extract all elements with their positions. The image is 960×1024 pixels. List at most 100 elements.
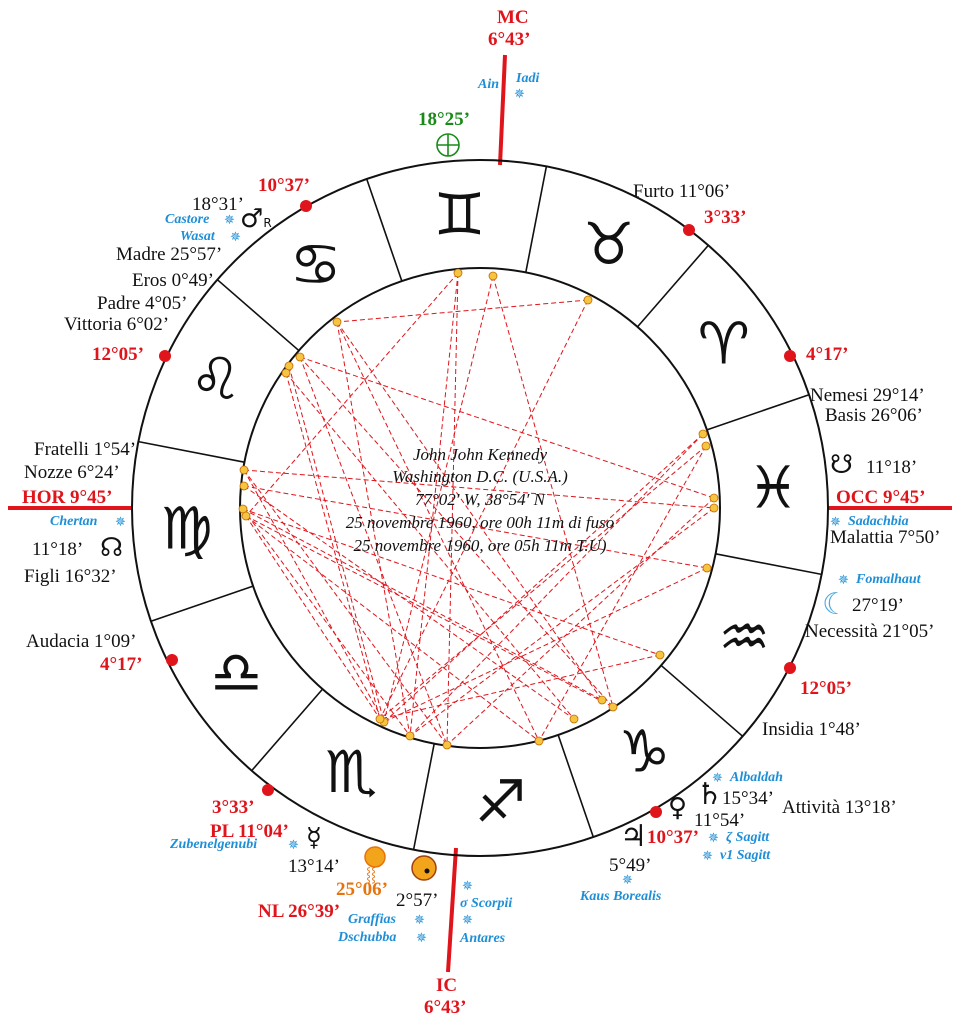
cusp-dot bbox=[784, 350, 796, 362]
birth-coords: 77°02′ W, 38°54′ N bbox=[415, 490, 545, 509]
north-node-degree: 11°18’ bbox=[32, 539, 84, 560]
sign-gemini-glyph: ♊ bbox=[433, 181, 485, 249]
aspect-line bbox=[242, 508, 411, 737]
aspect-line bbox=[379, 299, 589, 720]
sun-degree: 25°06’ bbox=[336, 879, 388, 900]
cusp-degree: 4°17’ bbox=[806, 344, 849, 365]
sign-aries-glyph: ♈ bbox=[698, 310, 750, 378]
aspect-line bbox=[336, 321, 540, 742]
cusp-degree: 12°05’ bbox=[800, 678, 852, 699]
aspect-line bbox=[446, 497, 715, 746]
saturn-icon: ♄ bbox=[696, 777, 723, 812]
aspect-line bbox=[409, 507, 715, 737]
pluto-icon bbox=[411, 855, 437, 881]
star-label: Ain bbox=[478, 77, 500, 92]
ic-label: IC bbox=[436, 975, 458, 996]
star-icon: ✵ bbox=[462, 913, 473, 928]
star-label: σ Scorpii bbox=[460, 896, 513, 911]
occ-label: OCC 9°45’ bbox=[836, 487, 926, 508]
star-label: Wasat bbox=[180, 229, 215, 244]
aspect-line bbox=[243, 485, 708, 569]
sign-scorpio-glyph: ♏ bbox=[325, 738, 377, 806]
jupiter-icon: ♃ bbox=[620, 819, 647, 854]
aspect-line bbox=[538, 445, 707, 742]
star-label: Iadi bbox=[516, 71, 540, 86]
ic-axis-line bbox=[446, 847, 458, 973]
sun-icon bbox=[364, 846, 386, 868]
cusp-dot bbox=[650, 806, 662, 818]
local-time: 25 novembre 1960, ore 00h 11m di fuso bbox=[345, 513, 615, 532]
malattia-label: Malattia 7°50’ bbox=[830, 527, 941, 548]
aspect-line bbox=[243, 469, 715, 509]
planet-point bbox=[702, 563, 712, 573]
sign-divider bbox=[412, 743, 435, 850]
cusp-degree: 3°33’ bbox=[212, 797, 255, 818]
aspect-line bbox=[243, 469, 385, 723]
planet-point bbox=[608, 702, 618, 712]
aspect-line bbox=[288, 365, 385, 723]
audacia-label: Audacia 1°09’ bbox=[26, 631, 137, 652]
vittoria-label: Vittoria 6°02’ bbox=[64, 314, 170, 335]
north-node-icon: ☊ bbox=[100, 533, 124, 563]
planet-point bbox=[534, 736, 544, 746]
nemesi-label: Nemesi 29°14’ bbox=[810, 385, 925, 406]
necessita-label: Necessità 21°05’ bbox=[805, 621, 935, 642]
birth-place: Washington D.C. (U.S.A.) bbox=[392, 467, 568, 486]
cusp-degree: 10°37’ bbox=[647, 827, 699, 848]
star-label: ζ Sagitt bbox=[726, 830, 770, 845]
furto-label: Furto 11°06’ bbox=[633, 181, 731, 202]
hor-label: HOR 9°45’ bbox=[22, 487, 113, 508]
sign-divider bbox=[706, 393, 810, 431]
sign-capricorn-glyph: ♑ bbox=[618, 718, 670, 786]
planet-point bbox=[655, 650, 665, 660]
sign-sagittarius-glyph: ♐ bbox=[475, 767, 527, 835]
planet-point bbox=[239, 465, 249, 475]
star-icon: ✵ bbox=[462, 879, 473, 894]
cusp-degree: 4°17’ bbox=[100, 654, 143, 675]
aspect-line bbox=[409, 433, 704, 737]
cusp-dot bbox=[683, 224, 695, 236]
ic-degree: 6°43’ bbox=[424, 997, 467, 1018]
star-icon: ✵ bbox=[838, 573, 849, 588]
sign-libra-glyph: ♎ bbox=[210, 638, 262, 706]
aspect-line bbox=[299, 356, 715, 499]
saturn-degree: 15°34’ bbox=[722, 788, 774, 809]
star-label: Castore bbox=[165, 212, 210, 227]
cusp-dot bbox=[784, 662, 796, 674]
cusp-dot bbox=[159, 350, 171, 362]
madre-label: Madre 25°57’ bbox=[116, 244, 223, 265]
star-icon: ✵ bbox=[416, 931, 427, 946]
aspect-line bbox=[245, 515, 614, 708]
planet-point bbox=[241, 511, 251, 521]
sign-divider bbox=[557, 734, 595, 838]
star-label: Kaus Borealis bbox=[580, 889, 662, 904]
sign-virgo-glyph: ♍ bbox=[161, 495, 213, 563]
native-name: John John Kennedy bbox=[412, 445, 548, 464]
sign-divider bbox=[251, 688, 324, 772]
star-icon: ✵ bbox=[230, 230, 241, 245]
outer-circle bbox=[131, 159, 829, 857]
south-node-icon: ☋ bbox=[830, 450, 854, 480]
star-icon: ✵ bbox=[514, 87, 525, 102]
star-icon: ✵ bbox=[288, 838, 299, 853]
mc-axis-line bbox=[498, 54, 507, 166]
planet-point bbox=[583, 295, 593, 305]
sign-divider bbox=[525, 166, 548, 273]
mars-degree: 18°31’ bbox=[192, 194, 244, 215]
aspect-line bbox=[336, 321, 603, 701]
sign-pisces-glyph: ♓ bbox=[747, 453, 799, 521]
cusp-dot bbox=[262, 784, 274, 796]
sign-taurus-glyph: ♉ bbox=[583, 210, 635, 278]
sign-divider bbox=[660, 664, 744, 737]
planet-point bbox=[488, 271, 498, 281]
planet-point bbox=[709, 493, 719, 503]
planet-point bbox=[405, 731, 415, 741]
pluto-degree: 2°57’ bbox=[396, 890, 439, 911]
aspect-line bbox=[285, 372, 575, 720]
earth-icon bbox=[436, 133, 460, 157]
sign-divider bbox=[150, 585, 254, 623]
planet-point bbox=[569, 714, 579, 724]
star-icon: ✵ bbox=[712, 771, 723, 786]
sign-divider bbox=[365, 178, 403, 282]
aspect-line bbox=[245, 272, 459, 517]
